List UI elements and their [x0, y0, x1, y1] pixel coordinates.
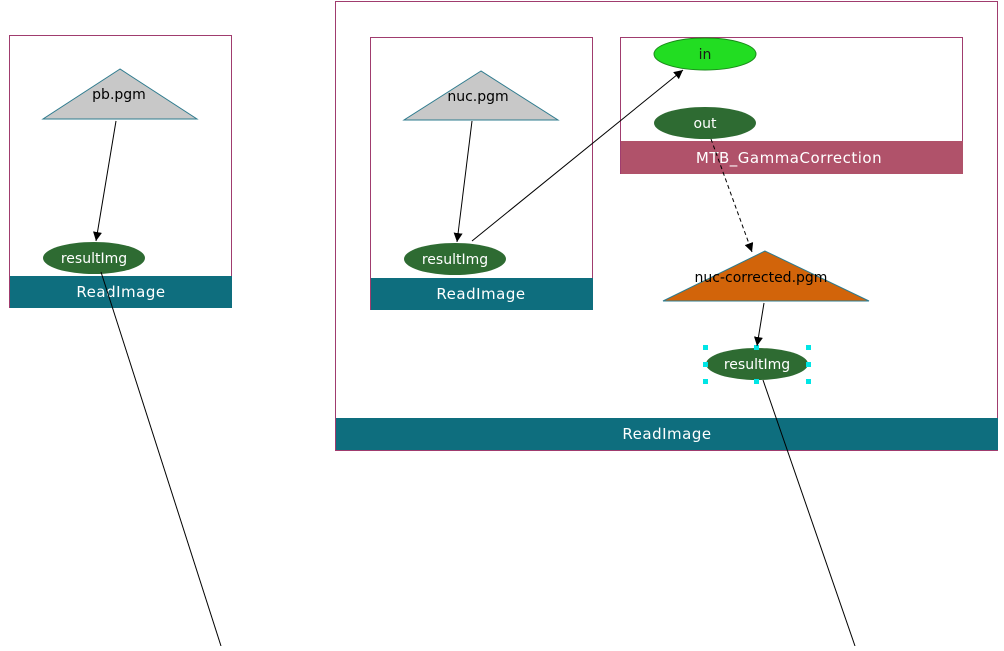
edge-output-file-to-resultimg[interactable]	[754, 302, 765, 347]
left-readimage-node[interactable]: ReadImage pb.pgm resultImg	[9, 35, 233, 309]
selection-handle-w[interactable]	[703, 362, 708, 367]
gamma-out-port[interactable]	[654, 107, 756, 139]
edge-left-resultimg-outgoing[interactable]	[100, 271, 222, 647]
gamma-correction-bar	[621, 141, 963, 174]
inner-result-port-label: resultImg	[422, 252, 488, 268]
inner-readimage-bar	[371, 278, 593, 310]
selection-handle-n[interactable]	[754, 345, 759, 350]
gamma-correction-title: MTB_GammaCorrection	[696, 149, 882, 168]
outer-readimage-title: ReadImage	[622, 425, 711, 443]
left-file-triangle[interactable]	[41, 68, 199, 120]
output-file-label: nuc-corrected.pgm	[695, 270, 828, 286]
left-file-label: pb.pgm	[92, 87, 146, 103]
inner-result-port[interactable]	[404, 243, 506, 275]
selection-handle-e[interactable]	[806, 362, 811, 367]
selection-handle-sw[interactable]	[703, 379, 708, 384]
edge-nuc-to-resultimg[interactable]	[453, 120, 473, 243]
inner-readimage-title: ReadImage	[436, 285, 525, 303]
inner-file-triangle[interactable]	[402, 70, 560, 121]
outer-readimage-node[interactable]: ReadImage ReadImage nuc.pgm resultImg MT…	[335, 1, 999, 451]
output-file-triangle[interactable]	[662, 250, 870, 302]
output-result-port-label: resultImg	[724, 357, 790, 373]
gamma-correction-node[interactable]: MTB_GammaCorrection in out	[620, 37, 964, 175]
edge-right-resultimg-outgoing[interactable]	[762, 379, 856, 647]
inner-readimage-node[interactable]: ReadImage nuc.pgm resultImg	[370, 37, 594, 311]
selection-handles[interactable]	[703, 345, 811, 384]
left-result-port-label: resultImg	[61, 251, 127, 267]
selection-handle-nw[interactable]	[703, 345, 708, 350]
left-readimage-bar	[10, 276, 232, 308]
outer-readimage-bar	[336, 418, 998, 450]
edge-pb-to-resultimg[interactable]	[93, 120, 117, 242]
selection-handle-se[interactable]	[806, 379, 811, 384]
selection-handle-s[interactable]	[754, 379, 759, 384]
gamma-in-port-label: in	[699, 47, 712, 63]
left-result-port[interactable]	[43, 242, 145, 274]
inner-file-label: nuc.pgm	[447, 89, 508, 105]
edge-gamma-out-to-output-file[interactable]	[710, 138, 754, 253]
left-readimage-title: ReadImage	[76, 283, 165, 301]
gamma-in-port[interactable]	[653, 37, 757, 71]
output-result-port[interactable]	[706, 348, 808, 380]
gamma-out-port-label: out	[694, 116, 717, 132]
edge-resultimg-to-gamma-in[interactable]	[471, 69, 684, 242]
selection-handle-ne[interactable]	[806, 345, 811, 350]
